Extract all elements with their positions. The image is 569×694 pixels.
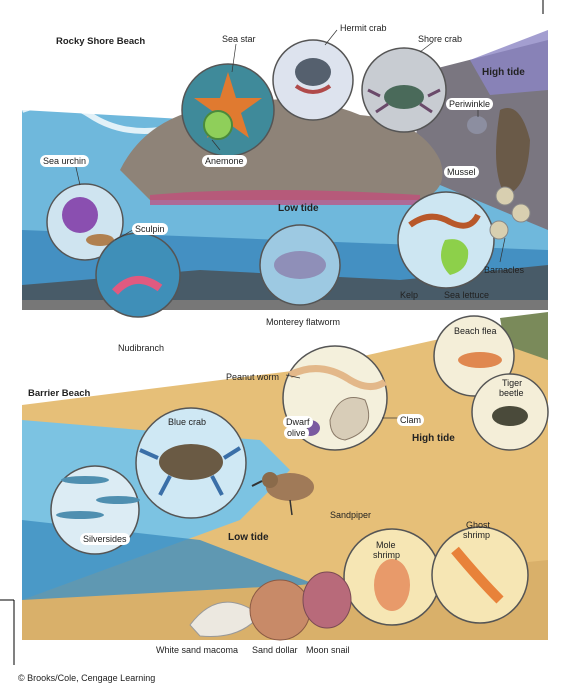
label-tiger-beetle-line1: Tiger bbox=[502, 378, 522, 388]
blue-crab-icon bbox=[159, 444, 223, 480]
label-dwarf-olive-line2: olive bbox=[284, 427, 309, 439]
label-blue-crab: Blue crab bbox=[168, 417, 206, 427]
label-mussel: Mussel bbox=[444, 166, 479, 178]
label-monterey-flatworm: Monterey flatworm bbox=[266, 317, 340, 327]
label-ghost-shrimp-line1: Ghost bbox=[466, 520, 490, 530]
shore-crab-icon bbox=[384, 85, 424, 109]
label-sea-lettuce: Sea lettuce bbox=[444, 290, 489, 300]
label-kelp: Kelp bbox=[400, 290, 418, 300]
rocky-shore-title: Rocky Shore Beach bbox=[56, 36, 145, 47]
nudibranch-circle bbox=[96, 233, 180, 317]
label-barnacles: Barnacles bbox=[484, 265, 524, 275]
label-high-tide-rocky: High tide bbox=[482, 67, 525, 78]
label-mole-shrimp-line2: shrimp bbox=[373, 550, 400, 560]
tiger-beetle-icon bbox=[492, 406, 528, 426]
sand-dollar-icon bbox=[250, 580, 310, 640]
label-clam: Clam bbox=[397, 414, 424, 426]
label-low-tide-rocky: Low tide bbox=[278, 203, 319, 214]
label-beach-flea: Beach flea bbox=[454, 326, 497, 336]
label-peanut-worm: Peanut worm bbox=[226, 372, 279, 382]
label-hermit-crab: Hermit crab bbox=[340, 23, 387, 33]
copyright-credit: © Brooks/Cole, Cengage Learning bbox=[18, 673, 155, 683]
mole-shrimp-icon bbox=[374, 559, 410, 611]
anemone-icon bbox=[204, 111, 232, 139]
periwinkle-icon bbox=[467, 116, 487, 134]
sea-urchin-icon bbox=[62, 197, 98, 233]
label-sand-dollar: Sand dollar bbox=[252, 645, 298, 655]
label-mole-shrimp-line1: Mole bbox=[376, 540, 396, 550]
label-sea-urchin: Sea urchin bbox=[40, 155, 89, 167]
label-low-tide-barrier: Low tide bbox=[228, 532, 269, 543]
label-anemone: Anemone bbox=[202, 155, 247, 167]
label-periwinkle: Periwinkle bbox=[446, 98, 493, 110]
flatworm-icon bbox=[274, 251, 326, 279]
barrier-beach-title: Barrier Beach bbox=[28, 388, 90, 399]
label-nudibranch: Nudibranch bbox=[118, 343, 164, 353]
label-silversides: Silversides bbox=[80, 533, 130, 545]
label-sea-star: Sea star bbox=[222, 34, 256, 44]
beach-flea-icon bbox=[458, 352, 502, 368]
hermit-crab-icon bbox=[295, 58, 331, 86]
barrier-beach-scene bbox=[22, 312, 548, 640]
label-sculpin: Sculpin bbox=[132, 223, 168, 235]
label-tiger-beetle-line2: beetle bbox=[499, 388, 524, 398]
label-white-sand-macoma: White sand macoma bbox=[156, 645, 238, 655]
label-ghost-shrimp-line2: shrimp bbox=[463, 530, 490, 540]
label-high-tide-barrier: High tide bbox=[412, 433, 455, 444]
label-shore-crab: Shore crab bbox=[418, 34, 462, 44]
label-sandpiper: Sandpiper bbox=[330, 510, 371, 520]
moon-snail-icon bbox=[303, 572, 351, 628]
label-moon-snail: Moon snail bbox=[306, 645, 350, 655]
